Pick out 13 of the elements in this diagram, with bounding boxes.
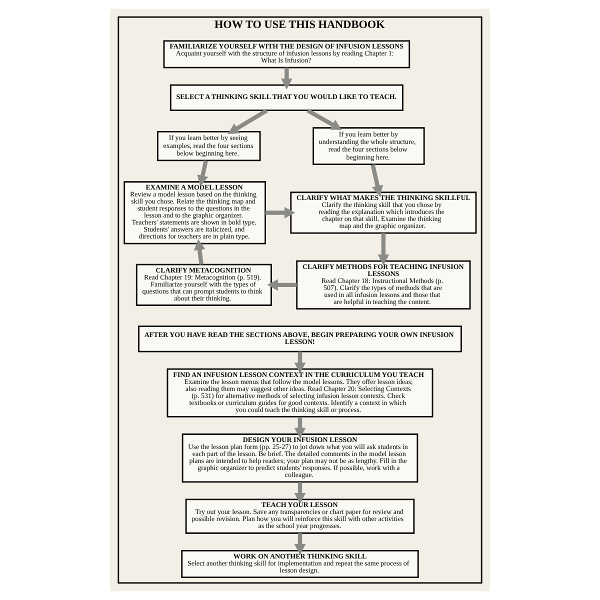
arrow (194, 239, 206, 265)
arrow (306, 108, 342, 130)
arrow (280, 68, 292, 90)
arrow (294, 352, 306, 374)
arrow (265, 207, 296, 218)
arrow (197, 160, 208, 186)
arrow (294, 482, 306, 504)
arrow (378, 233, 390, 266)
arrow (370, 164, 384, 197)
arrow (228, 108, 268, 134)
arrow (294, 416, 306, 439)
arrow (267, 279, 297, 291)
arrow (294, 533, 306, 555)
